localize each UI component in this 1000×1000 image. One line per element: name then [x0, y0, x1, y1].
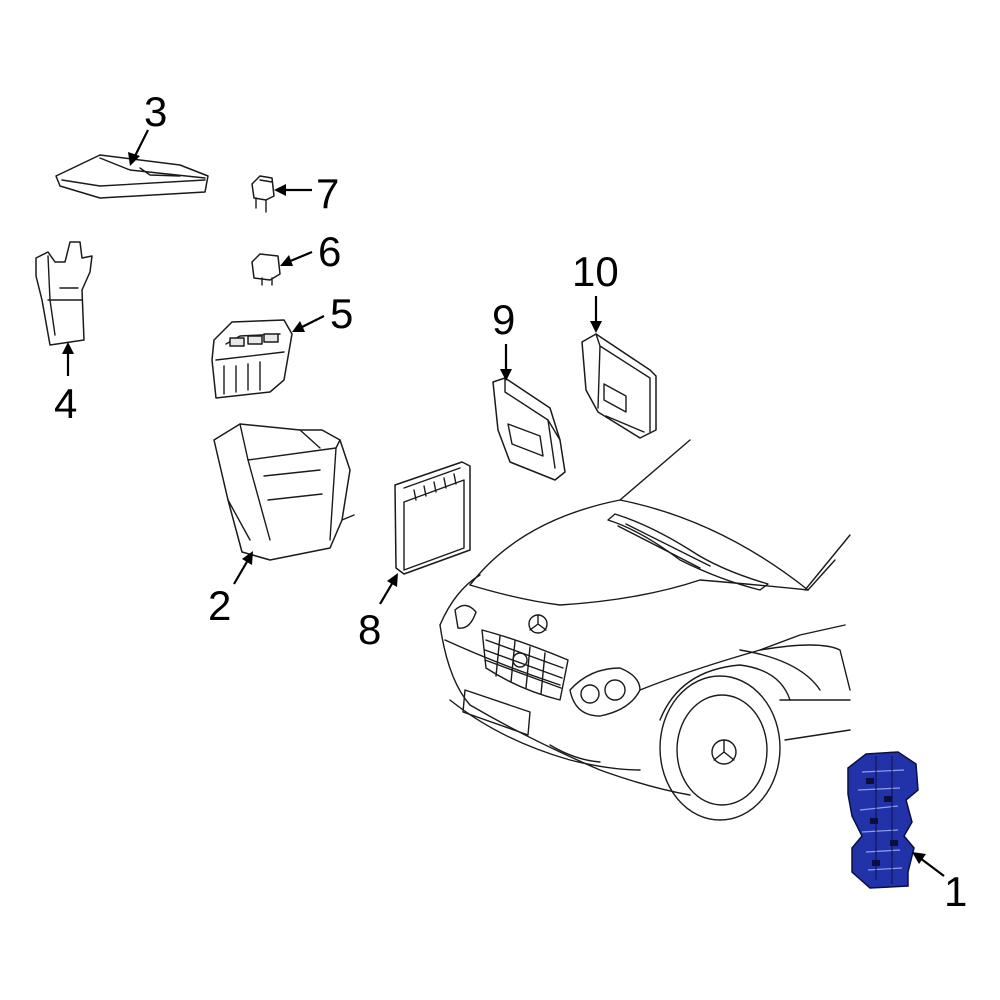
callout-10: 10	[572, 248, 619, 295]
part-3-cover	[55, 154, 209, 199]
callout-6: 6	[318, 228, 341, 275]
vehicle-outline	[439, 439, 851, 821]
part-6-relay	[251, 253, 281, 286]
part-2-housing	[213, 423, 355, 561]
part-8-ecu	[394, 461, 471, 575]
callout-1: 1	[944, 868, 967, 915]
callout-4: 4	[54, 380, 77, 427]
part-7-relay	[251, 175, 275, 213]
part-1-fuse-box	[847, 751, 919, 889]
callout-7: 7	[316, 170, 339, 217]
callout-arrows	[62, 129, 945, 877]
callout-2: 2	[208, 582, 231, 629]
callout-3: 3	[144, 88, 167, 135]
part-4-bracket	[35, 241, 93, 346]
part-9-module	[492, 377, 566, 481]
part-10-module	[581, 333, 657, 439]
callout-9: 9	[492, 296, 515, 343]
callout-5: 5	[330, 290, 353, 337]
callout-8: 8	[358, 606, 381, 653]
part-5-fuse-carrier	[211, 319, 293, 399]
